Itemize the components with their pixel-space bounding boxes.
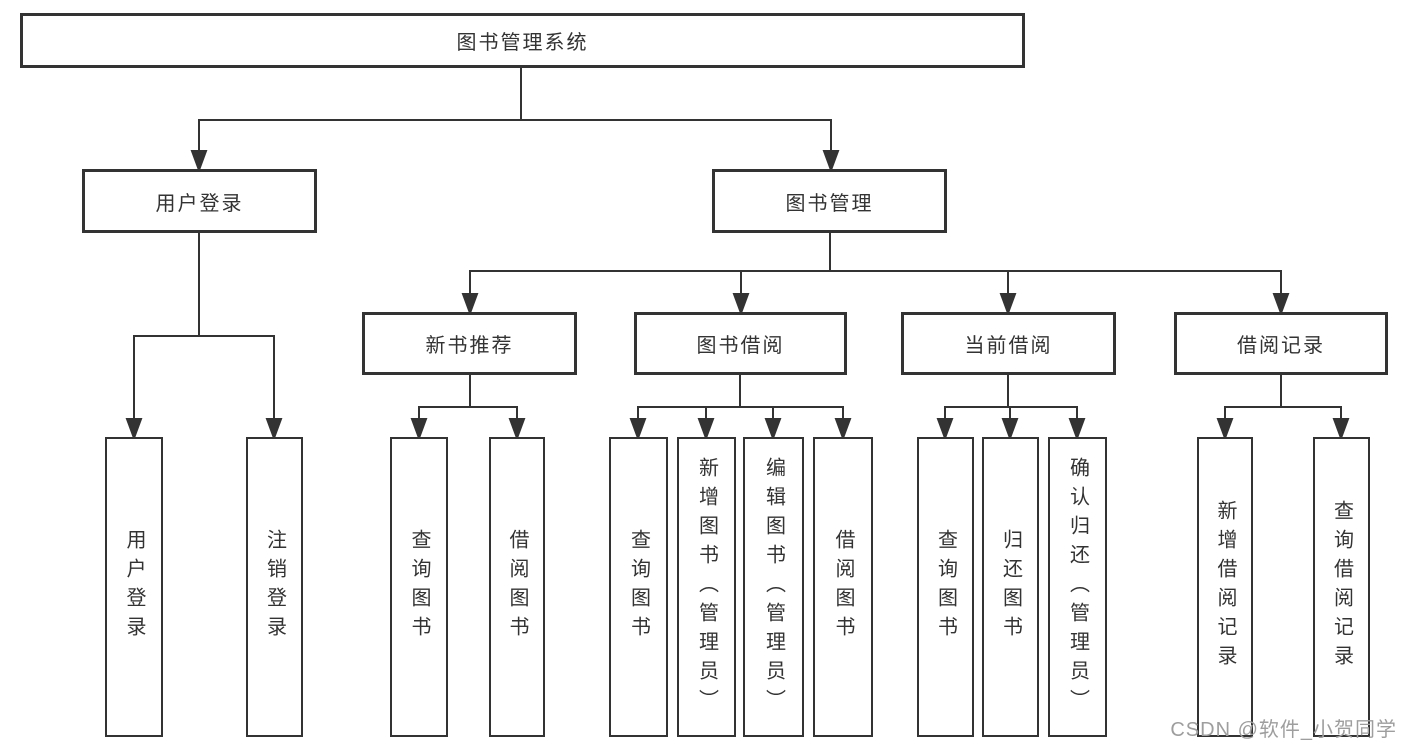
connector-book-management-to-level3 xyxy=(461,233,1290,316)
node-leaf-borrow-books-recommend-label: 借阅图书 xyxy=(506,529,528,645)
connector-user-login-to-children xyxy=(125,233,283,441)
node-leaf-query-borrow-record-label: 查询借阅记录 xyxy=(1330,500,1353,674)
node-leaf-confirm-return-admin: 确认归还（管理员） xyxy=(1048,437,1107,737)
node-leaf-confirm-return-admin-label: 确认归还（管理员） xyxy=(1066,456,1089,718)
node-leaf-return-books-label: 归还图书 xyxy=(999,529,1022,645)
node-current-borrowing-label: 当前借阅 xyxy=(964,335,1053,357)
node-borrowing-records-label: 借阅记录 xyxy=(1237,335,1325,357)
node-leaf-query-books-recommend-label: 查询图书 xyxy=(408,529,430,645)
node-book-management: 图书管理 xyxy=(712,169,947,233)
node-leaf-logout-label: 注销登录 xyxy=(263,529,286,645)
node-leaf-add-borrow-record: 新增借阅记录 xyxy=(1197,437,1253,737)
node-borrowing-records: 借阅记录 xyxy=(1174,312,1388,375)
connector-root-to-level2 xyxy=(190,68,840,173)
node-new-book-recommend: 新书推荐 xyxy=(362,312,577,375)
node-leaf-user-login: 用户登录 xyxy=(105,437,163,737)
node-user-login: 用户登录 xyxy=(82,169,317,233)
connector-borrowing-records-to-children xyxy=(1216,375,1350,441)
node-leaf-borrow-books-label: 借阅图书 xyxy=(832,529,854,645)
node-leaf-add-books-admin: 新增图书（管理员） xyxy=(677,437,736,737)
node-leaf-query-books-current-label: 查询图书 xyxy=(934,529,957,645)
node-leaf-logout: 注销登录 xyxy=(246,437,303,737)
node-book-management-label: 图书管理 xyxy=(785,192,874,215)
node-leaf-borrow-books: 借阅图书 xyxy=(813,437,873,737)
node-library-system: 图书管理系统 xyxy=(20,13,1025,68)
node-leaf-query-books-borrow-label: 查询图书 xyxy=(627,529,650,645)
node-leaf-edit-books-admin: 编辑图书（管理员） xyxy=(743,437,804,737)
connector-current-borrowing-to-children xyxy=(936,375,1086,441)
node-book-borrowing: 图书借阅 xyxy=(634,312,847,375)
node-leaf-query-borrow-record: 查询借阅记录 xyxy=(1313,437,1370,737)
node-new-book-recommend-label: 新书推荐 xyxy=(425,335,514,357)
node-book-borrowing-label: 图书借阅 xyxy=(696,335,785,357)
node-leaf-query-books-borrow: 查询图书 xyxy=(609,437,668,737)
node-leaf-add-borrow-record-label: 新增借阅记录 xyxy=(1214,500,1236,674)
node-current-borrowing: 当前借阅 xyxy=(901,312,1116,375)
node-leaf-add-books-admin-label: 新增图书（管理员） xyxy=(695,456,718,718)
node-leaf-query-books-recommend: 查询图书 xyxy=(390,437,448,737)
connector-new-book-recommend-to-children xyxy=(410,375,526,441)
node-library-system-label: 图书管理系统 xyxy=(456,32,589,54)
node-user-login-label: 用户登录 xyxy=(155,192,244,215)
node-leaf-query-books-current: 查询图书 xyxy=(917,437,974,737)
node-leaf-borrow-books-recommend: 借阅图书 xyxy=(489,437,545,737)
node-leaf-user-login-label: 用户登录 xyxy=(123,529,145,645)
node-leaf-return-books: 归还图书 xyxy=(982,437,1039,737)
watermark: CSDN @软件_小贺同学 xyxy=(1170,719,1397,741)
connector-book-borrowing-to-children xyxy=(629,375,852,441)
node-leaf-edit-books-admin-label: 编辑图书（管理员） xyxy=(762,456,785,718)
